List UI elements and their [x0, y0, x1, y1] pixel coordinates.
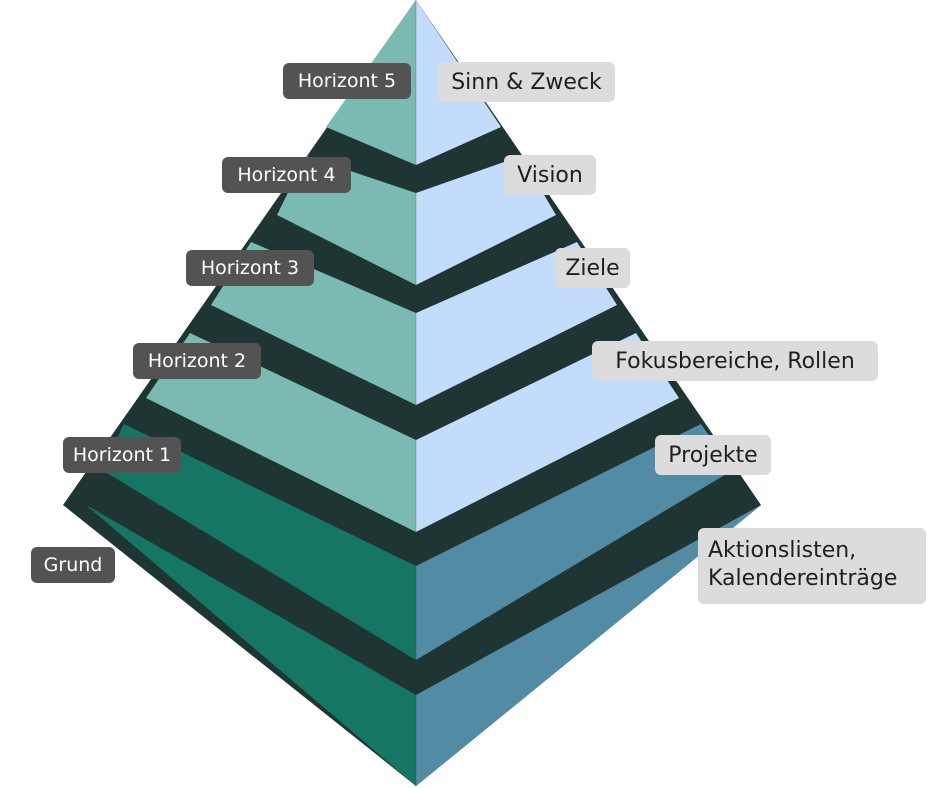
- level-2-right-face: [416, 333, 679, 532]
- left-label-horizont-2: Horizont 2: [133, 343, 261, 379]
- right-label-fokusbereiche-rollen: Fokusbereiche, Rollen: [592, 341, 878, 381]
- level-2-left-face: [146, 333, 416, 532]
- right-label-ziele: Ziele: [555, 248, 630, 288]
- left-label-horizont-5: Horizont 5: [283, 63, 411, 99]
- base-right-face: [416, 505, 761, 786]
- right-label-aktionslisten: Aktionslisten, Kalendereinträge: [698, 528, 926, 604]
- level-1-left-face: [102, 424, 416, 660]
- right-label-vision: Vision: [504, 155, 596, 195]
- left-label-horizont-4: Horizont 4: [222, 157, 351, 193]
- right-label-projekte: Projekte: [655, 435, 771, 475]
- left-label-grund: Grund: [31, 547, 115, 583]
- left-label-horizont-3: Horizont 3: [186, 250, 314, 286]
- right-label-aktionslisten-line-1: Aktionslisten,: [708, 538, 857, 563]
- right-label-sinn-zweck: Sinn & Zweck: [438, 62, 615, 102]
- base-left-face: [86, 505, 416, 786]
- right-label-aktionslisten-line-2: Kalendereinträge: [708, 566, 898, 591]
- left-label-horizont-1: Horizont 1: [63, 437, 181, 473]
- level-1-right-face: [416, 424, 733, 660]
